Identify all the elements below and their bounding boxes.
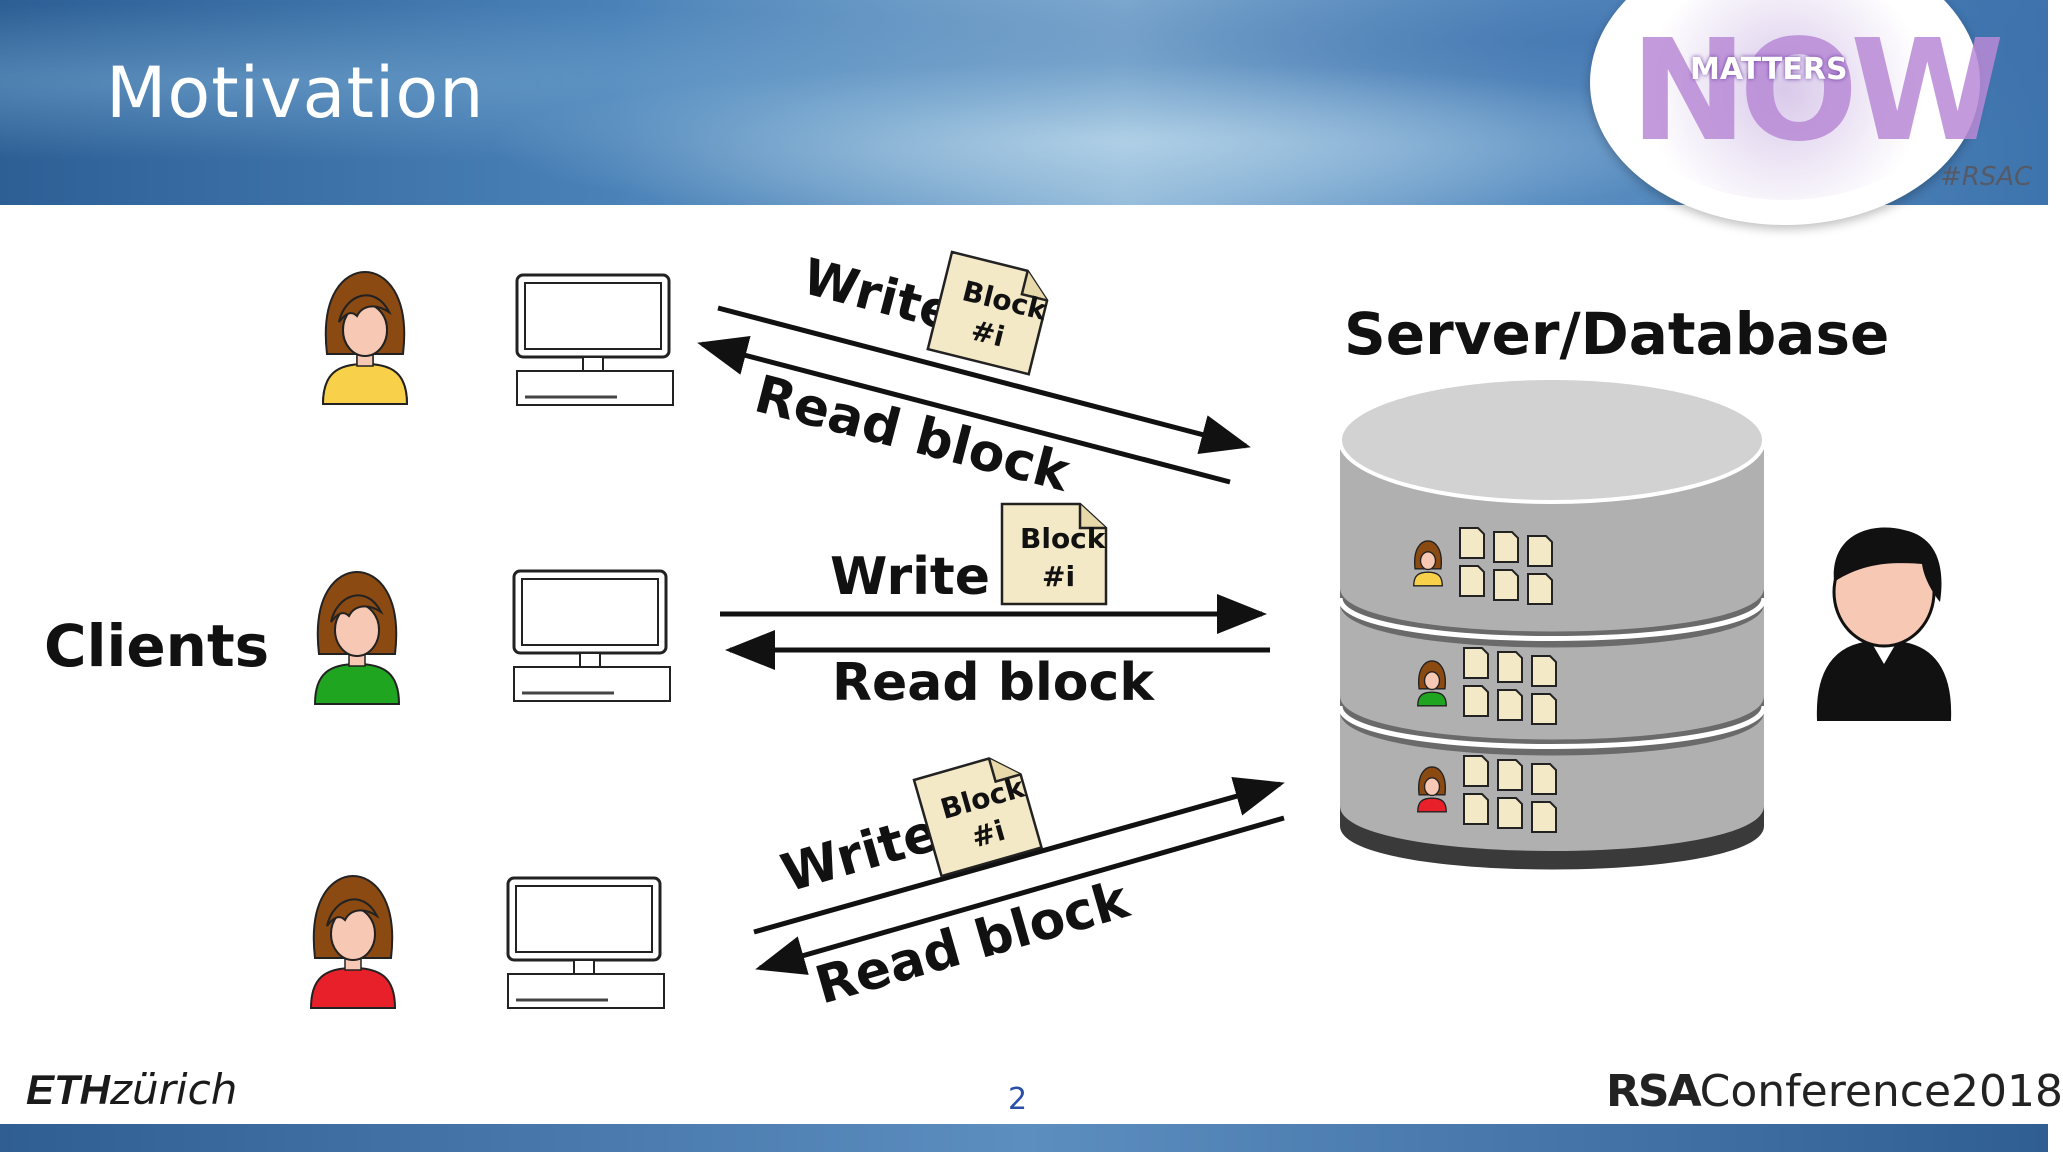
block-doc-top-line2: #i xyxy=(968,314,1008,354)
client-person-green xyxy=(313,570,401,705)
logo-word: NOW xyxy=(1630,10,2005,173)
computer-icon-top xyxy=(515,273,675,407)
rsa-logo-bold: RSA xyxy=(1606,1066,1702,1117)
client-person-yellow xyxy=(321,271,409,405)
server-label: Server/Database xyxy=(1344,300,1889,368)
database-icon xyxy=(1337,376,1767,870)
block-doc-bottom: Block #i xyxy=(912,750,1043,878)
eth-logo-rest: zürich xyxy=(110,1065,238,1114)
read-arrow-top xyxy=(697,336,1231,485)
clients-label: Clients xyxy=(44,612,269,680)
block-doc-middle-line1: Block xyxy=(1020,522,1107,555)
rsa-conference-logo: RSAConference2018 xyxy=(1606,1066,2063,1117)
rsa-logo-rest: Conference2018 xyxy=(1699,1066,2063,1117)
write-arrow-top xyxy=(717,305,1251,454)
computer-icon-middle xyxy=(512,569,672,703)
logo-swirl xyxy=(1620,0,1950,200)
block-doc-middle: Block #i xyxy=(1000,502,1108,606)
db-owner-green xyxy=(1417,660,1447,707)
now-matters-logo: NOW MATTERS xyxy=(1590,0,2005,225)
client-person-red xyxy=(309,874,397,1009)
read-label-middle: Read block xyxy=(832,653,1155,713)
block-doc-middle-line2: #i xyxy=(1042,560,1075,593)
block-doc-top: Block #i xyxy=(926,250,1055,376)
read-label-top: Read block xyxy=(749,365,1077,505)
write-label-bottom: Write xyxy=(775,803,945,905)
footer-banner xyxy=(0,1124,2048,1152)
slide-title: Motivation xyxy=(106,52,485,134)
computer-icon-bottom xyxy=(506,876,666,1010)
write-label-middle: Write xyxy=(830,547,990,607)
eth-logo-bold: ETH xyxy=(26,1066,110,1113)
write-arrow-bottom xyxy=(753,776,1285,935)
hashtag: #RSAC xyxy=(1940,162,2033,192)
db-owner-red xyxy=(1417,766,1447,813)
read-label-bottom: Read block xyxy=(809,870,1136,1017)
server-admin-person xyxy=(1816,527,1952,721)
eth-zurich-logo: ETHzürich xyxy=(26,1065,237,1114)
page-number: 2 xyxy=(1008,1082,1028,1117)
logo-overlay: MATTERS xyxy=(1690,52,1848,87)
read-arrow-bottom xyxy=(755,815,1285,975)
db-owner-yellow xyxy=(1413,540,1443,587)
